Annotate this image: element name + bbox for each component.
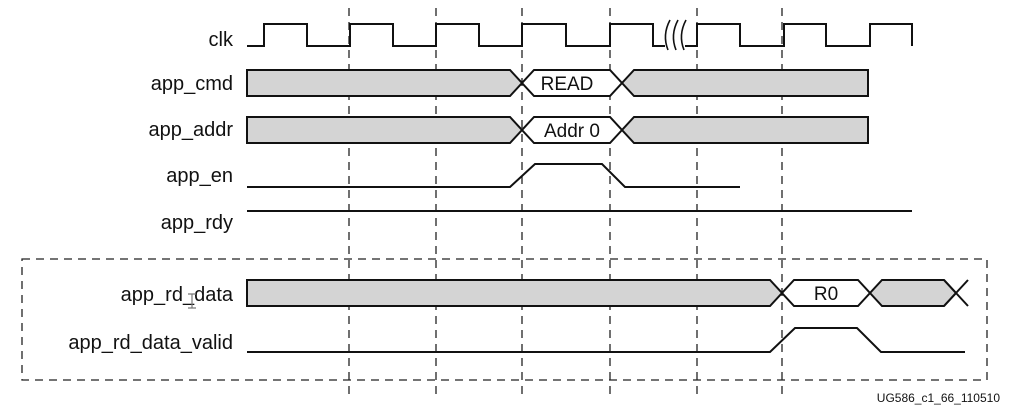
clock-break-icon: [664, 19, 687, 51]
read-data-group-frame: [21, 258, 988, 381]
signal-label-app-cmd: app_cmd: [151, 73, 233, 95]
signal-label-app-en: app_en: [166, 165, 233, 187]
app-en-waveform: [247, 163, 740, 188]
app-rd-data-value: R0: [814, 284, 838, 305]
signal-label-app-addr: app_addr: [148, 119, 233, 141]
app-addr-value: Addr 0: [544, 121, 600, 142]
signal-label-app-rd-data-valid: app_rd_data_valid: [68, 332, 233, 354]
app-rd-data-valid-waveform: [247, 327, 965, 353]
rd-data-end-cross: [943, 279, 969, 307]
app-addr-bus: Addr 0: [246, 116, 869, 144]
signal-label-app-rdy: app_rdy: [161, 212, 233, 234]
app-cmd-bus: READ: [246, 69, 869, 97]
clk-waveform: [247, 23, 913, 47]
app-cmd-value: READ: [541, 74, 594, 95]
signal-label-app-rd-data: app_rd_data: [121, 284, 234, 306]
figure-id: UG586_c1_66_110510: [877, 391, 1001, 405]
app-rd-data-bus: R0: [246, 279, 969, 307]
signal-label-clk: clk: [209, 29, 234, 51]
clock-grid: [348, 8, 783, 398]
text-cursor-icon: [188, 293, 196, 309]
